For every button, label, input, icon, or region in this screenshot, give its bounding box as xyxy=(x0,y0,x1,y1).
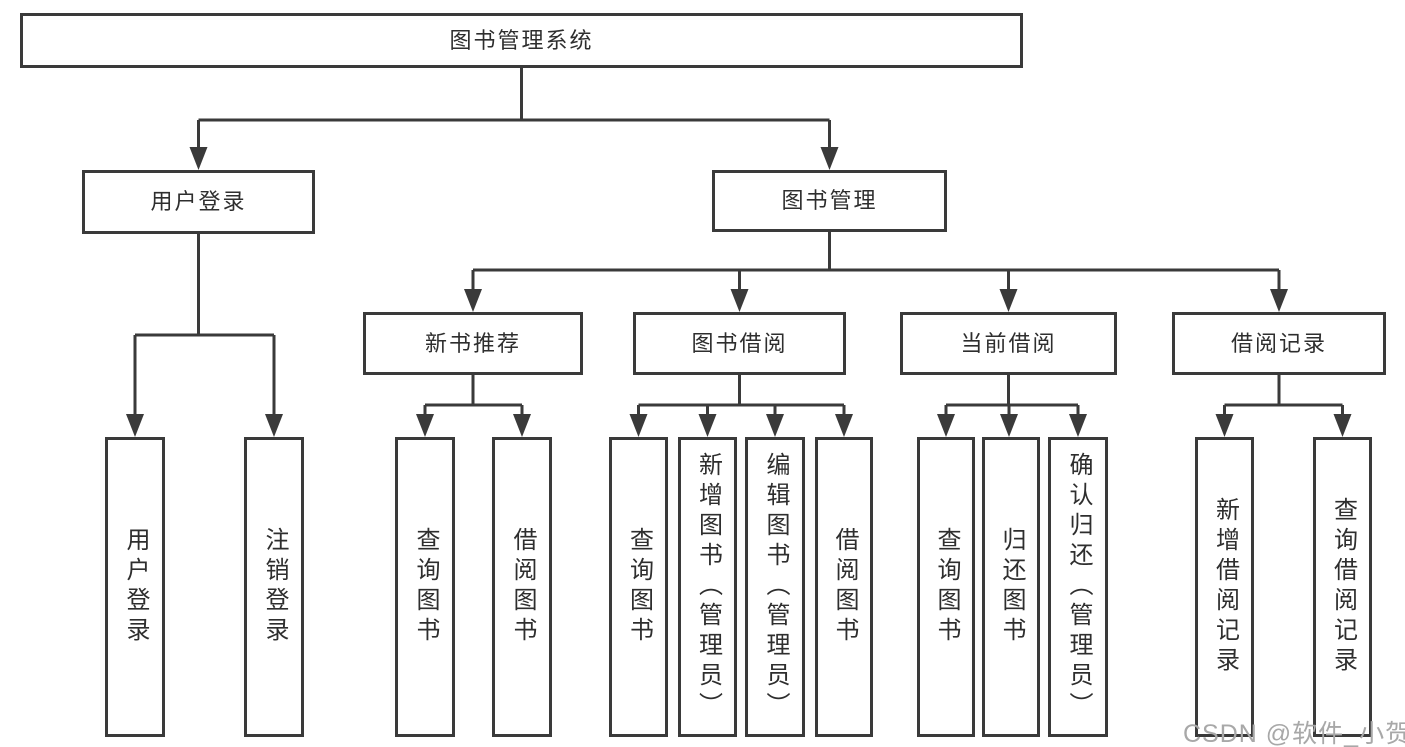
csdn-watermark: CSDN @软件_小贺同学 xyxy=(1183,720,1405,747)
node-book-management: 图书管理 xyxy=(712,170,947,232)
leaf-query-books-borrow: 查询图书 xyxy=(609,437,668,737)
node-library-management-system: 图书管理系统 xyxy=(20,13,1023,68)
connector-current-borrow-to-leaves xyxy=(937,375,1087,437)
leaf-borrow-books-new: 借阅图书 xyxy=(492,437,552,737)
connector-book-borrow-to-leaves xyxy=(629,375,853,437)
leaf-return-books: 归还图书 xyxy=(982,437,1040,737)
connector-book-mgmt-to-level3 xyxy=(464,232,1288,312)
node-book-borrowing: 图书借阅 xyxy=(633,312,846,375)
connector-user-login-to-leaves xyxy=(126,234,283,437)
node-user-login: 用户登录 xyxy=(82,170,315,234)
connector-new-books-to-leaves xyxy=(416,375,531,437)
leaf-confirm-return-admin: 确认归还（管理员） xyxy=(1048,437,1108,737)
connector-root-to-level2 xyxy=(189,68,839,170)
leaf-add-borrow-record: 新增借阅记录 xyxy=(1195,437,1254,737)
leaf-edit-books-admin: 编辑图书（管理员） xyxy=(745,437,805,737)
leaf-query-borrow-record: 查询借阅记录 xyxy=(1313,437,1372,737)
node-new-book-recommend: 新书推荐 xyxy=(363,312,583,375)
leaf-borrow-books-borrow: 借阅图书 xyxy=(815,437,873,737)
node-borrowing-records: 借阅记录 xyxy=(1172,312,1386,375)
leaf-user-login: 用户登录 xyxy=(105,437,165,737)
connector-borrow-records-to-leaves xyxy=(1215,375,1352,437)
leaf-query-books-new: 查询图书 xyxy=(395,437,455,737)
leaf-logout: 注销登录 xyxy=(244,437,304,737)
leaf-query-books-current: 查询图书 xyxy=(917,437,975,737)
node-current-borrowing: 当前借阅 xyxy=(900,312,1117,375)
leaf-add-books-admin: 新增图书（管理员） xyxy=(678,437,737,737)
